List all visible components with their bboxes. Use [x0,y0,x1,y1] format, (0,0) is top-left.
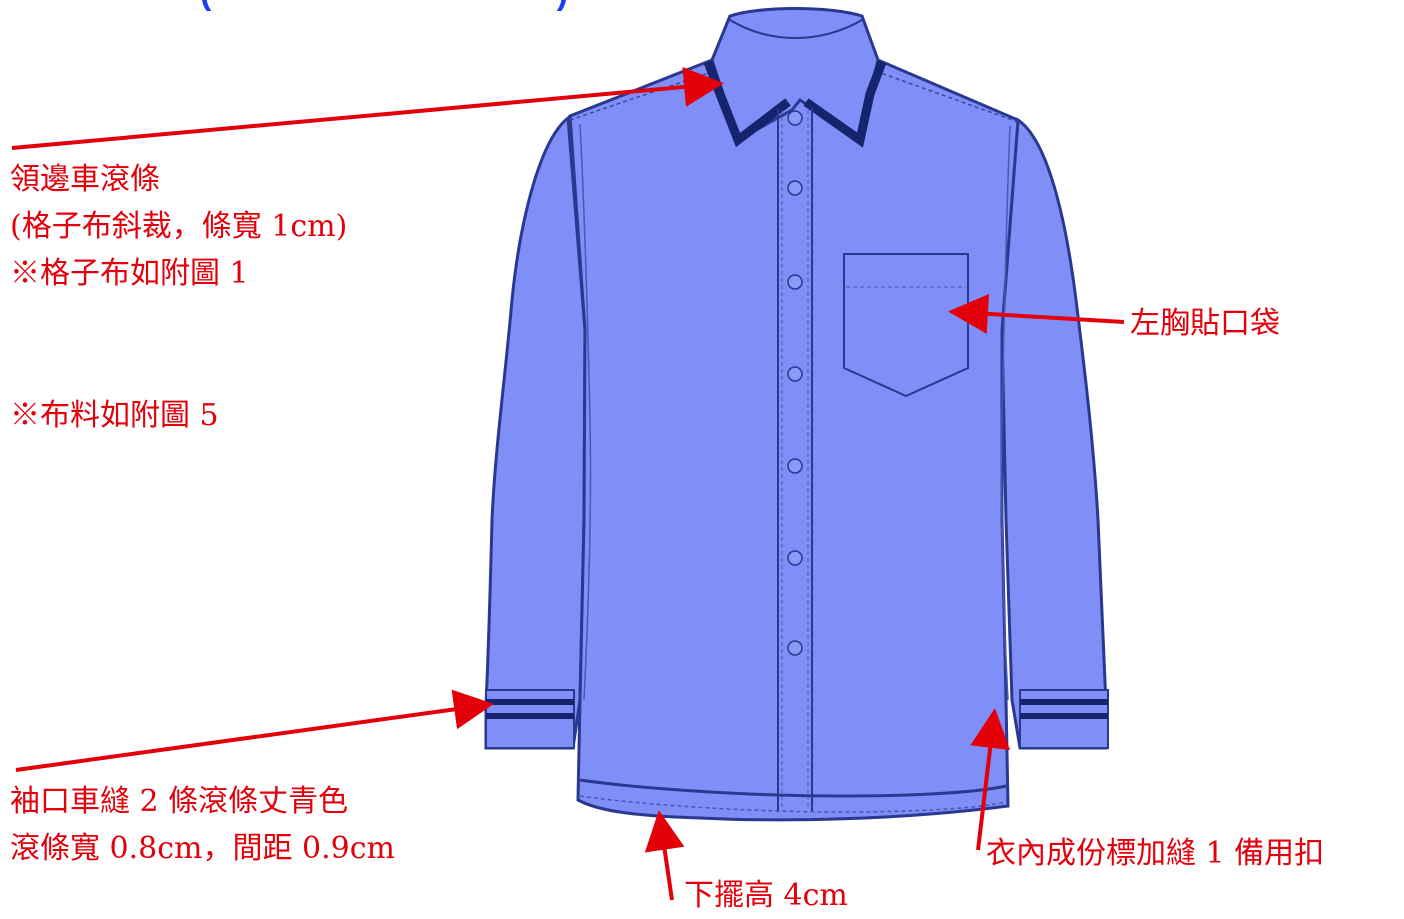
hem-band [579,778,1007,798]
label-arrow [970,708,1011,851]
collar-annotation-line-1: 領邊車滾條 [10,162,160,197]
placket [777,108,813,812]
left-cuff [485,689,575,749]
cuff-arrow [15,689,494,772]
right-sleeve [1000,117,1108,750]
chest-pocket [843,253,969,398]
hem-arrow [644,810,685,901]
right-cuff [1019,689,1109,749]
cuff-annotation: 袖口車縫 2 條滾條丈青色 滾條寬 0.8cm，間距 0.9cm [10,778,395,872]
annotation-arrows [11,66,1125,901]
hem-annotation: 下擺高 4cm [684,878,848,913]
cuff-annotation-line-2: 滾條寬 0.8cm，間距 0.9cm [10,831,395,866]
shirt-body [568,58,1020,822]
collar-annotation: 領邊車滾條 (格子布斜裁，條寬 1cm) ※格子布如附圖 1 [10,156,347,297]
left-sleeve [484,115,587,750]
fabric-annotation: ※布料如附圖 5 [10,398,219,433]
collar-annotation-line-3: ※格子布如附圖 1 [10,256,249,291]
collar-arrow [11,66,724,150]
pocket-annotation: 左胸貼口袋 [1130,306,1280,341]
collar-annotation-line-2: (格子布斜裁，條寬 1cm) [10,209,348,244]
pocket-arrow [948,293,1125,334]
cuff-annotation-line-1: 袖口車縫 2 條滾條丈青色 [10,784,349,819]
header-title-partial: ( ) [200,0,570,13]
label-annotation: 衣內成份標加縫 1 備用扣 [986,836,1325,871]
buttons [787,110,803,656]
